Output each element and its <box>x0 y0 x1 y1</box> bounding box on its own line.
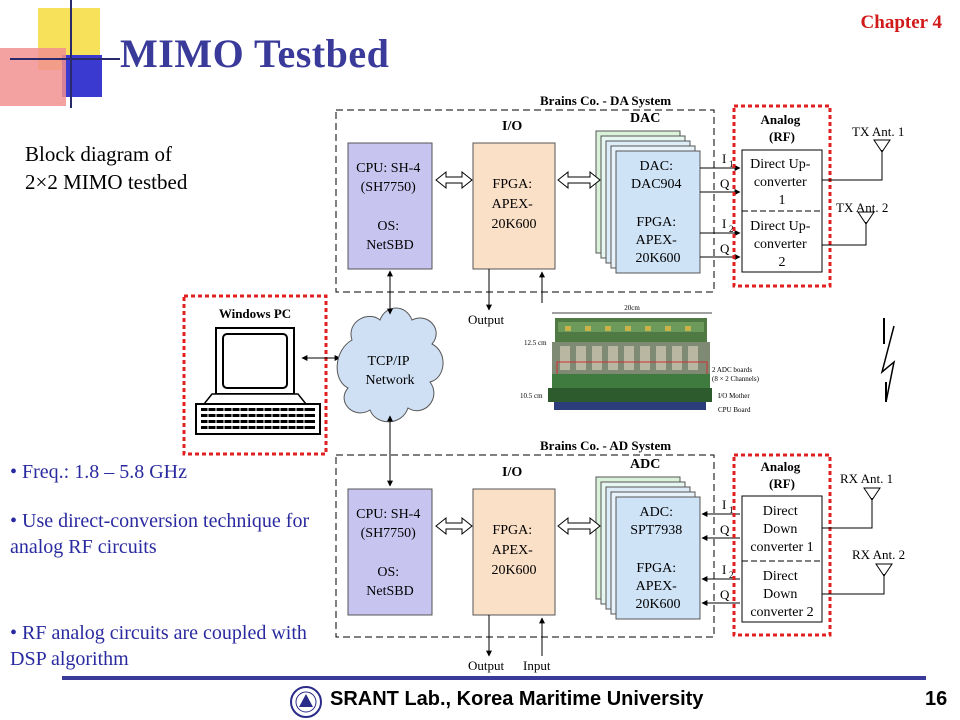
analog-rf-rx-outline <box>732 453 832 637</box>
hollow-arrow-fpga-adc-bottom <box>557 516 601 536</box>
photo-label-2: (8 × 2 Channels) <box>712 375 760 383</box>
cpu-block-bottom <box>347 488 433 616</box>
dac-card <box>615 150 701 274</box>
tcpip-network-text: TCP/IP Network <box>366 354 415 388</box>
footer-text: SRANT Lab., Korea Maritime University <box>330 688 704 710</box>
hollow-arrow-fpga-dac-top <box>557 170 601 190</box>
computer-icon <box>195 327 321 435</box>
svg-text:2: 2 <box>729 224 734 234</box>
footer-rule <box>62 676 926 680</box>
ad-io-label: I/O <box>502 465 522 480</box>
svg-text:Q: Q <box>720 176 730 191</box>
da-system-label: Brains Co. - DA System <box>540 93 671 108</box>
dac-label: DAC <box>630 111 660 126</box>
svg-text:I: I <box>722 151 726 166</box>
fpga-block-top <box>472 142 556 270</box>
fpga-block-bottom <box>472 488 556 616</box>
adc-card-text: ADC: SPT7938 FPGA: APEX- 20K600 <box>630 505 686 612</box>
svg-text:Q: Q <box>720 522 730 537</box>
svg-text:Q: Q <box>720 587 730 602</box>
photo-label-1: 2 ADC boards <box>712 366 752 374</box>
rx-ant-1-label: RX Ant. 1 <box>840 471 893 486</box>
svg-text:1: 1 <box>729 505 734 515</box>
page-number: 16 <box>925 688 948 710</box>
fpga-text-top: FPGA: APEX- 20K600 <box>491 177 536 232</box>
tx-antenna-2-icon <box>822 211 875 246</box>
tx-ant-2-label: TX Ant. 2 <box>836 200 888 215</box>
da-io-label: I/O <box>502 119 522 134</box>
da-system-frame <box>335 109 715 293</box>
svg-text:I: I <box>722 497 726 512</box>
rx-antenna-2-icon <box>822 563 893 595</box>
hollow-arrow-cpu-fpga-top <box>435 170 473 190</box>
svg-text:2: 2 <box>729 570 734 580</box>
svg-text:I: I <box>722 216 726 231</box>
windows-pc-outline <box>182 294 328 456</box>
adc-label: ADC <box>630 457 660 472</box>
photo-height2-label: 10.5 cm <box>520 392 543 400</box>
testbed-photo: 20cm 12.5 cm 10.5 cm 2 ADC boards (8 × 2… <box>515 303 770 427</box>
dac-card-text: DAC: DAC904 FPGA: APEX- 20K600 <box>631 159 685 266</box>
tx-ant-1-label: TX Ant. 1 <box>852 124 904 139</box>
bullet-freq: • Freq.: 1.8 – 5.8 GHz <box>10 461 187 483</box>
photo-label-4: CPU Board <box>718 406 751 414</box>
chapter-label: Chapter 4 <box>860 12 942 33</box>
hollow-arrow-cpu-fpga-bottom <box>435 516 473 536</box>
photo-label-3: I/O Mother <box>718 392 750 400</box>
photo-width-label: 20cm <box>624 304 640 312</box>
input-label-bottom: Input <box>523 658 551 673</box>
bullet-direct-conversion: • Use direct-conversion technique for an… <box>10 510 310 558</box>
diagram-caption: Block diagram of 2×2 MIMO testbed <box>25 140 187 196</box>
svg-text:I: I <box>722 562 726 577</box>
ad-system-label: Brains Co. - AD System <box>540 438 671 453</box>
page-title: MIMO Testbed <box>120 31 390 76</box>
tx-antenna-1-icon <box>822 139 891 181</box>
university-logo-icon <box>290 686 322 718</box>
downconverter-1-text: Direct Down converter 1 <box>750 504 813 555</box>
output-label-top: Output <box>468 312 505 327</box>
rx-antenna-1-icon <box>822 487 881 529</box>
upconverter-2-text: Direct Up- converter 2 <box>750 219 814 270</box>
svg-text:Q: Q <box>720 241 730 256</box>
cpu-text-bottom: CPU: SH-4 (SH7750) OS: NetSBD <box>356 507 424 599</box>
upconverter-1-text: Direct Up- converter 1 <box>750 157 814 208</box>
ad-system-frame <box>335 454 715 638</box>
analog-rf-tx-outline <box>732 104 832 288</box>
fpga-text-bottom: FPGA: APEX- 20K600 <box>491 523 536 578</box>
downconverter-2-text: Direct Down converter 2 <box>750 569 813 620</box>
windows-pc-label: Windows PC <box>219 306 291 321</box>
cpu-text-top: CPU: SH-4 (SH7750) OS: NetSBD <box>356 161 424 253</box>
output-label-bottom: Output <box>468 658 505 673</box>
downconverter-box <box>741 495 823 623</box>
adc-card <box>615 496 701 620</box>
wireless-link-icon <box>880 318 896 403</box>
svg-text:1: 1 <box>729 159 734 169</box>
caption-line-2: 2×2 MIMO testbed <box>25 170 188 194</box>
photo-height1-label: 12.5 cm <box>524 339 547 347</box>
bullet-rf-dsp: • RF analog circuits are coupled with DS… <box>10 622 307 670</box>
cpu-block-top <box>347 142 433 270</box>
analog-rf-rx-label: Analog (RF) <box>761 459 804 491</box>
caption-line-1: Block diagram of <box>25 142 172 166</box>
rx-ant-2-label: RX Ant. 2 <box>852 547 905 562</box>
analog-rf-tx-label: Analog (RF) <box>761 112 804 144</box>
